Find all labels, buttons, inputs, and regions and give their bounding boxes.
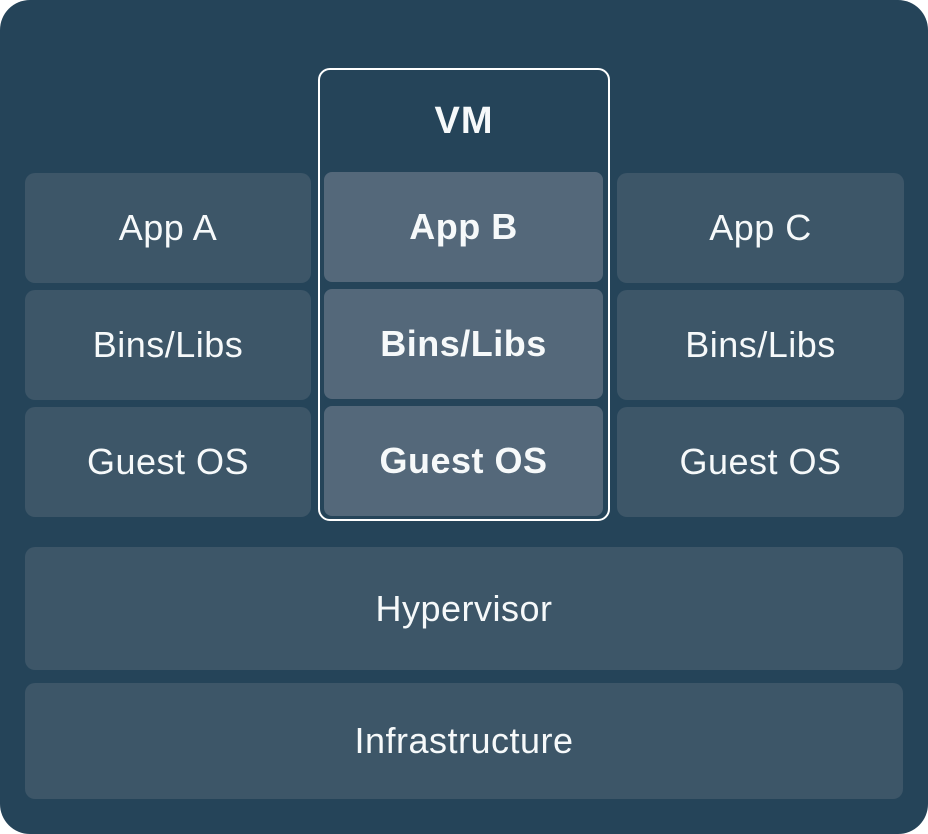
box-guest-os-vm: Guest OS (324, 406, 603, 516)
box-hypervisor: Hypervisor (25, 547, 903, 670)
box-app-b: App B (324, 172, 603, 282)
box-app-a: App A (25, 173, 311, 283)
box-guest-os-right: Guest OS (617, 407, 904, 517)
vm-group-title: VM (434, 99, 494, 142)
box-bins-libs-vm: Bins/Libs (324, 289, 603, 399)
box-app-c: App C (617, 173, 904, 283)
box-bins-libs-left: Bins/Libs (25, 290, 311, 400)
box-bins-libs-right: Bins/Libs (617, 290, 904, 400)
vm-group: VM App B Bins/Libs Guest OS (318, 68, 610, 521)
box-guest-os-left: Guest OS (25, 407, 311, 517)
box-infrastructure: Infrastructure (25, 683, 903, 799)
